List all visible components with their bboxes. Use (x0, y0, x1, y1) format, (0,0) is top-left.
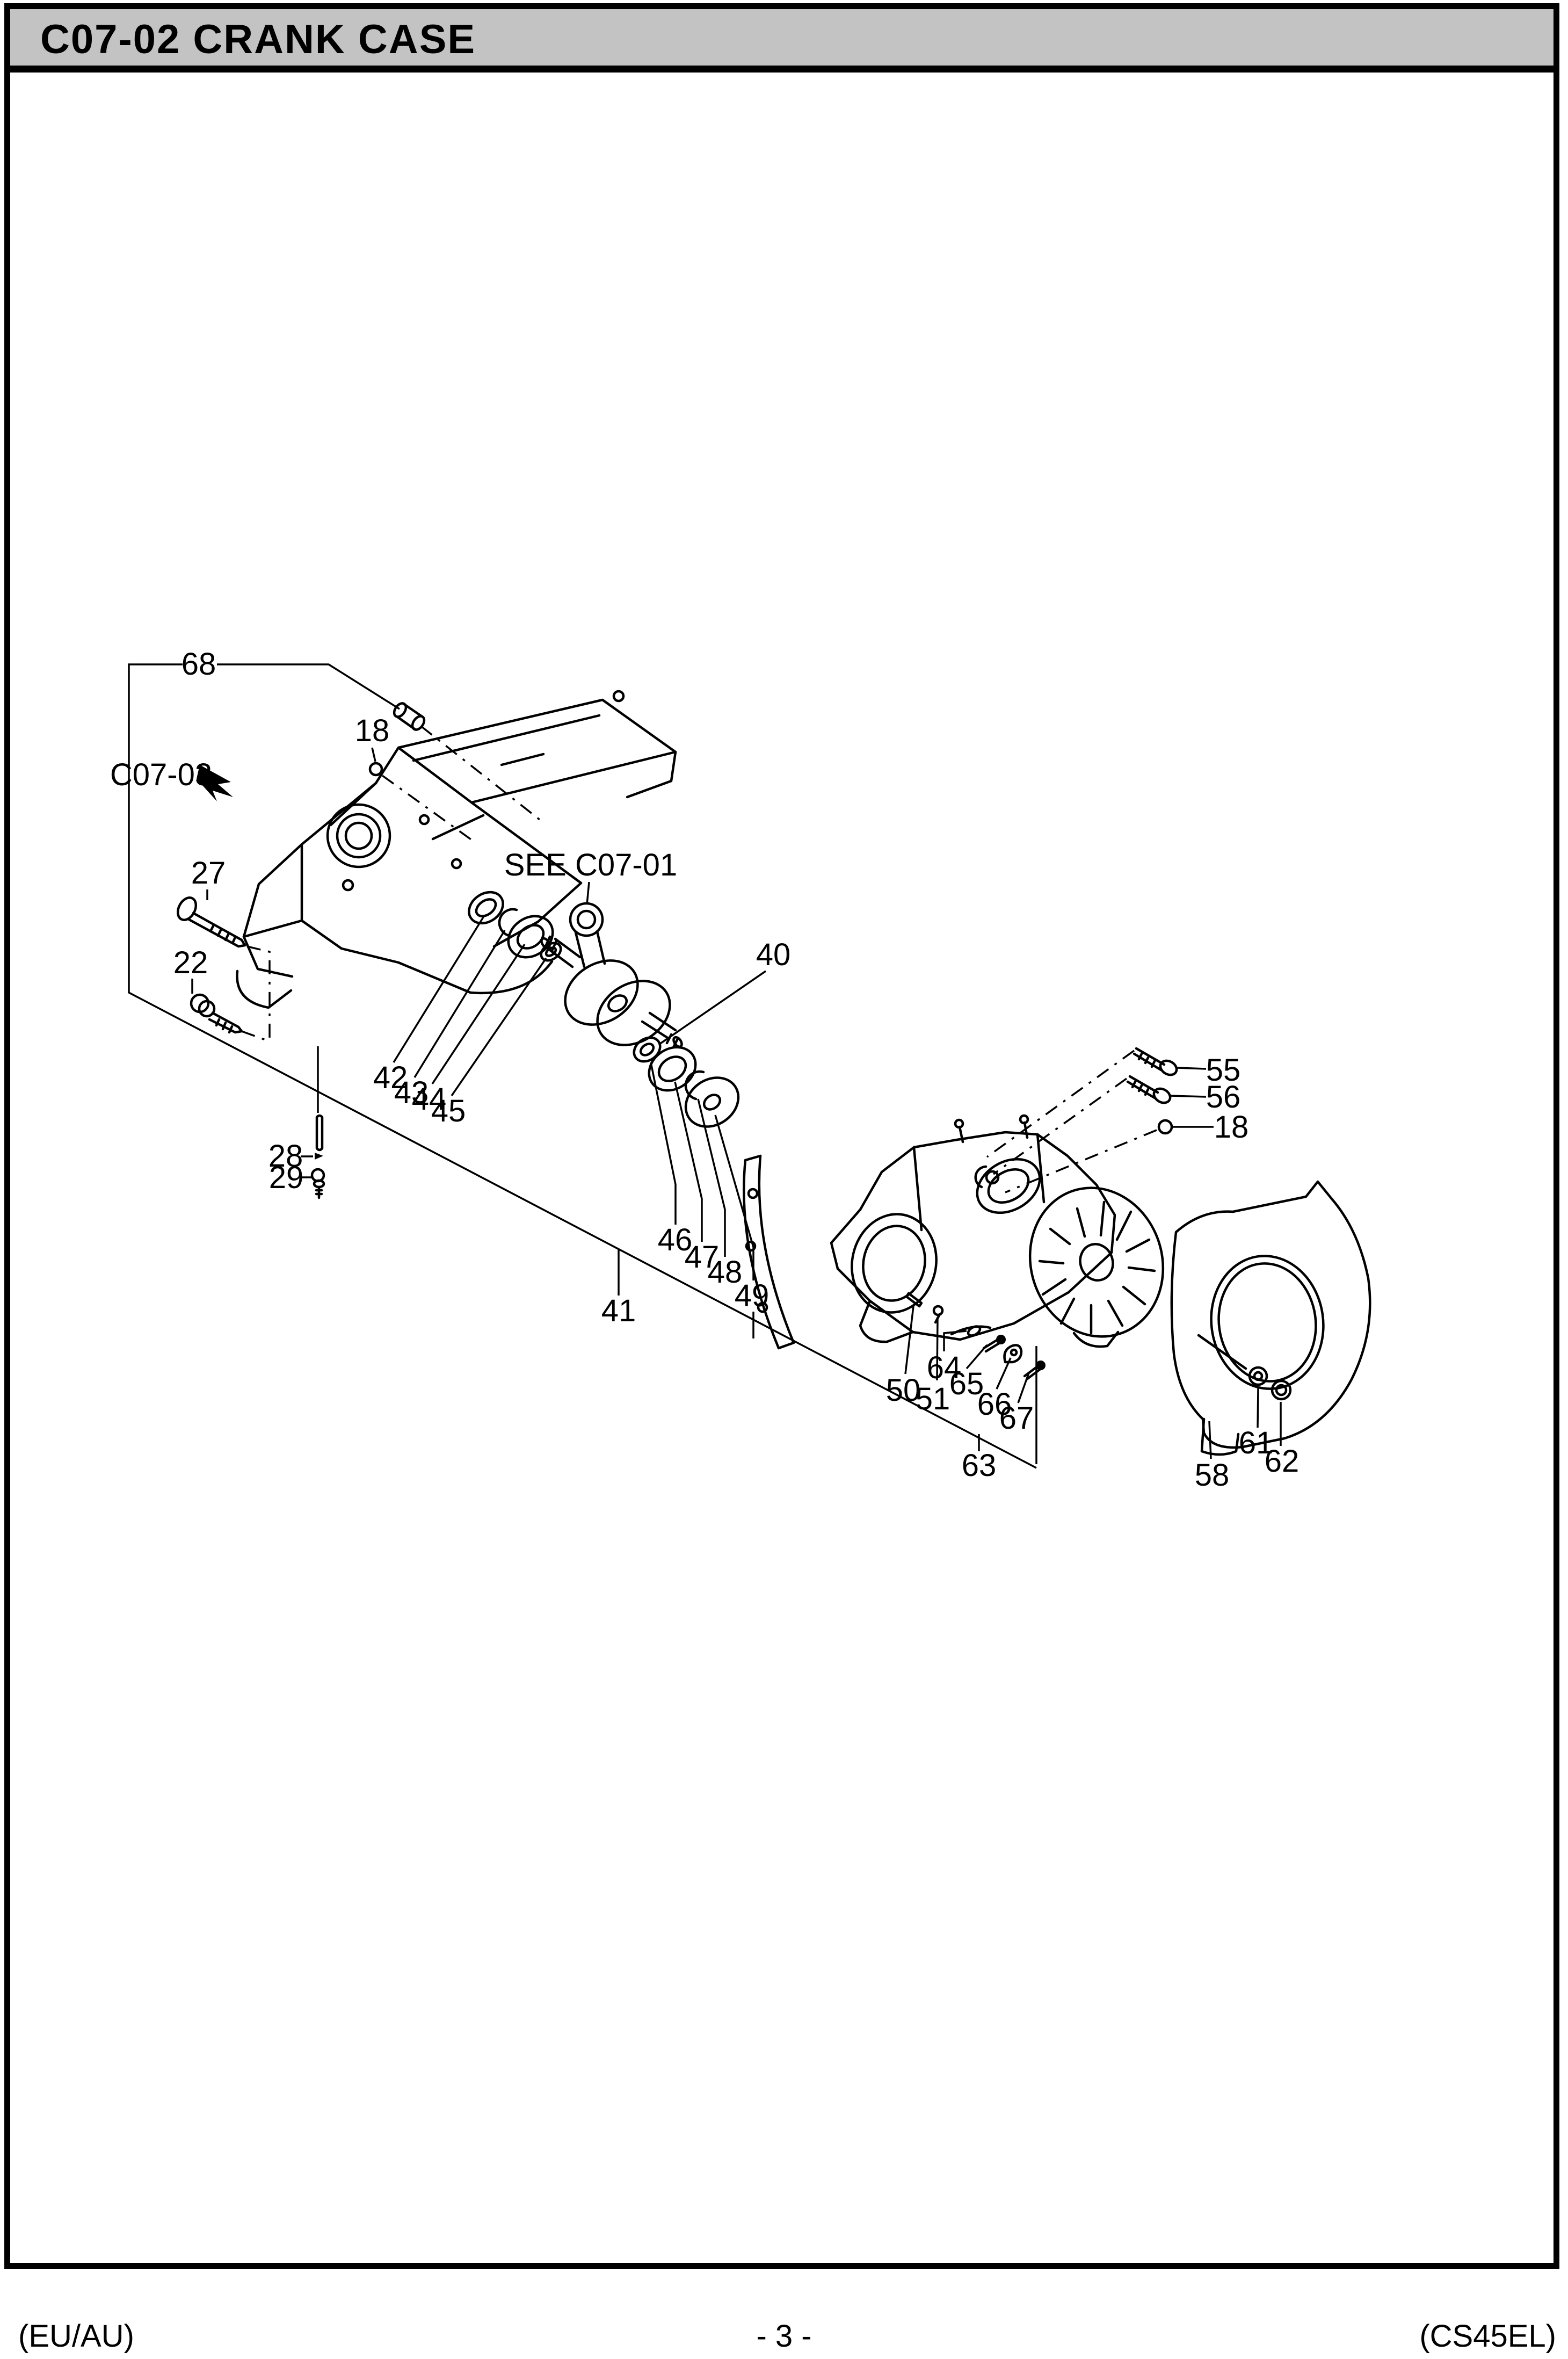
part-callout-18a: 18 (355, 713, 390, 748)
leader-51-0 (936, 1316, 939, 1381)
part-callout-61: 61 (1239, 1425, 1274, 1460)
footer-region-code: (EU/AU) (18, 2319, 134, 2354)
leader-67-0 (1017, 1372, 1030, 1403)
assembly-line-4 (986, 1050, 1135, 1158)
assembly-line-0 (420, 725, 543, 823)
title-bar: C07-02 CRANK CASE (10, 9, 1554, 73)
part-callout-49: 49 (735, 1278, 770, 1313)
leader-49-0 (714, 1115, 754, 1280)
part-callout-29: 29 (269, 1160, 304, 1195)
leader-50-0 (904, 1306, 914, 1374)
leader-43-0 (413, 930, 506, 1078)
part-callout-63: 63 (962, 1448, 997, 1483)
needle-28-and-screw-29-drawing (310, 1114, 325, 1199)
leader-see0701-0 (586, 881, 590, 905)
part-callout-46: 46 (658, 1222, 693, 1257)
footer-page-number: - 3 - (756, 2319, 812, 2354)
leader-44-0 (431, 944, 526, 1084)
part-callout-40: 40 (756, 937, 791, 972)
part-callout-64: 64 (927, 1350, 962, 1385)
footer-model-code: (CS45EL) (1419, 2319, 1556, 2354)
leader-18a-0 (371, 747, 376, 762)
part-callout-66: 66 (977, 1387, 1012, 1422)
part-callout-41: 41 (601, 1293, 636, 1328)
part-callout-58: 58 (1195, 1458, 1230, 1493)
part-callout-22: 22 (173, 945, 208, 980)
part-callout-44: 44 (412, 1082, 447, 1117)
flywheel-drawing (950, 1186, 1165, 1348)
part-callout-27: 27 (191, 856, 226, 891)
page-footer: (EU/AU) - 3 - (CS45EL) (0, 2318, 1568, 2359)
part-callout-50: 50 (886, 1373, 921, 1408)
part-callout-48: 48 (708, 1255, 743, 1290)
ring-18-left-drawing (368, 762, 383, 777)
part-callout-18b: 18 (1214, 1110, 1249, 1145)
screw-22-drawing (190, 993, 243, 1034)
bolts-55-56-ring-18-drawing (1126, 1047, 1178, 1135)
part-callout-45: 45 (431, 1094, 466, 1128)
page-border-frame (4, 3, 1559, 2269)
left-bearing-set-drawing (468, 891, 562, 962)
screw-27-drawing (176, 896, 246, 948)
page-title: C07-02 CRANK CASE (40, 17, 476, 62)
part-callout-67: 67 (999, 1401, 1034, 1436)
starter-pawl-small-parts-drawing (905, 1292, 1046, 1381)
leader-64-0 (943, 1330, 967, 1351)
part-callout-68: 68 (182, 647, 216, 682)
assembly-line-5 (992, 1077, 1128, 1175)
c07-03-arrow-icon (197, 765, 233, 801)
assembly-line-2 (246, 945, 271, 1041)
part-callout-47: 47 (685, 1240, 720, 1275)
assembly-line-6 (1005, 1129, 1157, 1193)
part-callout-56: 56 (1206, 1080, 1241, 1115)
leader-40-0 (659, 970, 766, 1045)
part-callout-c0703: C07-03 (110, 757, 212, 792)
part-callout-62: 62 (1265, 1444, 1300, 1479)
leader-66-0 (996, 1357, 1012, 1390)
assembly-line-3 (241, 1030, 269, 1042)
leader-58-0 (1208, 1421, 1212, 1459)
part-callout-43: 43 (394, 1075, 429, 1110)
right-bearing-set-drawing (633, 1036, 740, 1128)
part-callout-65: 65 (949, 1366, 984, 1401)
part-callout-51: 51 (916, 1381, 950, 1416)
part-callout-55: 55 (1206, 1053, 1241, 1088)
crankcase-lower-half-drawing (830, 1114, 1116, 1343)
leader-46-0 (650, 1062, 677, 1225)
crankshaft-drawing (540, 902, 683, 1049)
leader-47-0 (674, 1081, 703, 1242)
leader-55-0 (1177, 1067, 1207, 1070)
leader-68-0 (128, 663, 1037, 1469)
leader-68-1 (217, 663, 400, 710)
part-callout-28: 28 (268, 1139, 303, 1174)
leader-65-0 (966, 1344, 988, 1370)
assembly-line-1 (381, 775, 474, 842)
leader-56-0 (1169, 1095, 1207, 1098)
leader-48-0 (697, 1098, 726, 1257)
leader-42-0 (393, 916, 485, 1063)
part-callout-42: 42 (373, 1060, 408, 1095)
fan-cover-drawing (1170, 1180, 1371, 1456)
part-callout-see0701: SEE C07-01 (504, 848, 677, 882)
leader-45-0 (451, 958, 547, 1096)
gasket-drawing (743, 1154, 795, 1350)
